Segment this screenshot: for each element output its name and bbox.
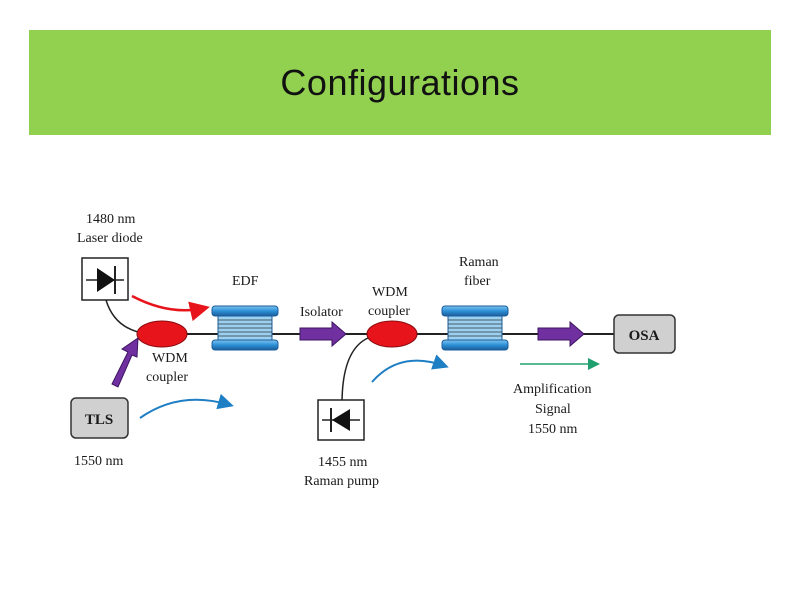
- tls-box: [70, 397, 129, 439]
- tls-input-arrow: [111, 337, 139, 388]
- osa-box: [613, 314, 676, 354]
- raman-fiber-spool-icon: [441, 305, 509, 351]
- laser-diode-label: Laser diode: [77, 231, 143, 246]
- edf-spool-icon: [211, 305, 279, 351]
- laser-diode-wavelength: 1480 nm: [86, 212, 136, 227]
- pump-direction-arrow: [131, 294, 210, 322]
- wdm-coupler-left-line2: coupler: [146, 370, 188, 385]
- tls-label: TLS: [85, 412, 113, 428]
- amplification-line2: Signal: [535, 402, 571, 417]
- raman-pump-diode-icon: [317, 399, 365, 441]
- isolator-label: Isolator: [300, 305, 343, 320]
- raman-fiber-line2: fiber: [464, 274, 491, 289]
- tls-wavelength: 1550 nm: [74, 454, 124, 469]
- signal-direction-arrow: [139, 393, 234, 419]
- slide-title: Configurations: [280, 62, 520, 103]
- edf-label: EDF: [232, 274, 259, 289]
- wdm-coupler-right-line1: WDM: [372, 285, 408, 300]
- wdm-coupler-right-line2: coupler: [368, 304, 410, 319]
- wdm-coupler-left: [136, 320, 188, 348]
- amplification-line3: 1550 nm: [528, 422, 578, 437]
- raman-pump-label: Raman pump: [304, 474, 379, 489]
- raman-pump-direction-arrow: [371, 354, 449, 383]
- amplification-line1: Amplification: [513, 382, 592, 397]
- osa-label: OSA: [629, 328, 660, 344]
- raman-pump-wavelength: 1455 nm: [318, 455, 368, 470]
- title-banner: Configurations: [29, 30, 771, 135]
- raman-fiber-line1: Raman: [459, 255, 499, 270]
- output-arrow: [537, 320, 585, 348]
- laser-diode-icon: [81, 257, 129, 301]
- raman-pump-fiber: [341, 337, 369, 405]
- wdm-coupler-left-line1: WDM: [152, 351, 188, 366]
- isolator-arrow: [299, 320, 347, 348]
- wdm-coupler-right: [366, 320, 418, 348]
